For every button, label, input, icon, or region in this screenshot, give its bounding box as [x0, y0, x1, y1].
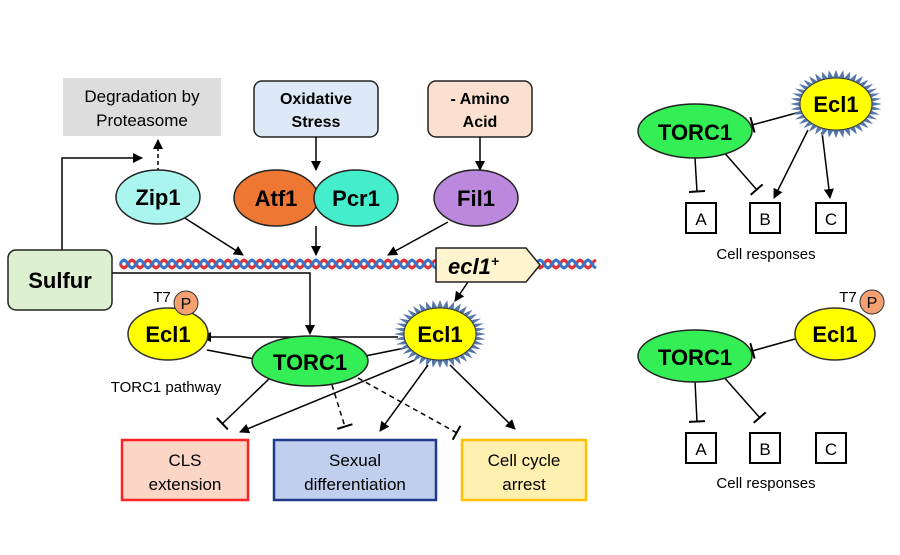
panel-bottom-a-label: A: [695, 440, 707, 459]
panel-bottom-torc1-label: TORC1: [658, 345, 732, 370]
panel-top-connections: [688, 111, 834, 199]
panel-top-ecl1-label: Ecl1: [813, 92, 858, 117]
cls-line1: CLS: [168, 451, 201, 470]
oxidative-line2: Stress: [292, 114, 341, 131]
cls-extension-box: CLS extension: [120, 438, 250, 502]
panel-top-a-label: A: [695, 210, 707, 229]
pcr1-node: Pcr1: [313, 169, 399, 227]
panel-bottom-box-a: A: [685, 432, 717, 464]
panel-bottom-connections: [688, 338, 796, 424]
t7-label: T7: [153, 289, 171, 306]
degradation-box: Degradation by Proteasome: [63, 78, 221, 136]
panel-bottom-ecl1-node: Ecl1 T7 P: [794, 289, 885, 361]
cellcycle-line1: Cell cycle: [488, 451, 561, 470]
panel-top-torc1-node: TORC1: [637, 103, 753, 159]
phospho-badge: [173, 290, 199, 316]
panel-bottom-phospho-badge: [859, 289, 885, 315]
amino-line2: Acid: [463, 114, 498, 131]
ecl1-active-label: Ecl1: [417, 322, 462, 347]
sexual-differentiation-box: Sexual differentiation: [272, 438, 438, 502]
panel-bottom-t7-label: T7: [839, 289, 857, 306]
torc1-pathway-label: TORC1 pathway: [111, 379, 222, 396]
panel-top: TORC1 Ecl1 A B C Cell responses: [637, 69, 882, 263]
panel-top-b-label: B: [759, 210, 770, 229]
atf1-node: Atf1: [233, 169, 319, 227]
panel-bottom: TORC1 Ecl1 T7 P A B C Cell responses: [637, 289, 885, 492]
panel-top-box-a: A: [685, 202, 717, 234]
panel-top-ecl1-node: Ecl1: [790, 69, 882, 139]
degradation-line1: Degradation by: [84, 87, 200, 106]
panel-top-c-label: C: [825, 210, 837, 229]
panel-bottom-caption: Cell responses: [716, 475, 815, 492]
pcr1-label: Pcr1: [332, 186, 380, 211]
panel-bottom-phospho-label: P: [867, 295, 878, 312]
panel-top-torc1-label: TORC1: [658, 120, 732, 145]
ecl1-phospho-label: Ecl1: [145, 322, 190, 347]
sulfur-node: Sulfur: [7, 249, 113, 311]
amino-acid-box: - Amino Acid: [427, 80, 533, 138]
torc1-node: TORC1: [251, 335, 369, 387]
torc1-label: TORC1: [273, 350, 347, 375]
amino-line1: - Amino: [451, 91, 510, 108]
oxidative-stress-box: Oxidative Stress: [253, 80, 379, 138]
ecl1-phospho-node: Ecl1 T7 P: [127, 289, 209, 361]
ecl1-gene-label: ecl1+: [448, 253, 499, 279]
panel-bottom-ecl1-label: Ecl1: [812, 322, 857, 347]
sexual-line1: Sexual: [329, 451, 381, 470]
cls-line2: extension: [149, 475, 222, 494]
fil1-label: Fil1: [457, 186, 495, 211]
panel-bottom-c-label: C: [825, 440, 837, 459]
panel-top-caption: Cell responses: [716, 246, 815, 263]
panel-bottom-box-c: C: [815, 432, 847, 464]
cellcycle-line2: arrest: [502, 475, 546, 494]
ecl1-gene-tag: ecl1+: [435, 247, 541, 283]
panel-bottom-b-label: B: [759, 440, 770, 459]
cell-cycle-arrest-box: Cell cycle arrest: [460, 438, 588, 502]
oxidative-line1: Oxidative: [280, 91, 352, 108]
sexual-line2: differentiation: [304, 475, 406, 494]
fil1-node: Fil1: [433, 169, 519, 227]
zip1-label: Zip1: [135, 185, 180, 210]
panel-top-box-b: B: [749, 202, 781, 234]
zip1-node: Zip1: [115, 169, 201, 225]
panel-bottom-box-b: B: [749, 432, 781, 464]
main-connections: [61, 137, 516, 441]
panel-bottom-torc1-node: TORC1: [637, 329, 753, 383]
phospho-label: P: [181, 296, 192, 313]
panel-top-box-c: C: [815, 202, 847, 234]
ecl1-active-node: Ecl1: [394, 299, 486, 369]
atf1-label: Atf1: [255, 186, 298, 211]
degradation-line2: Proteasome: [96, 111, 188, 130]
sulfur-label: Sulfur: [28, 268, 92, 293]
